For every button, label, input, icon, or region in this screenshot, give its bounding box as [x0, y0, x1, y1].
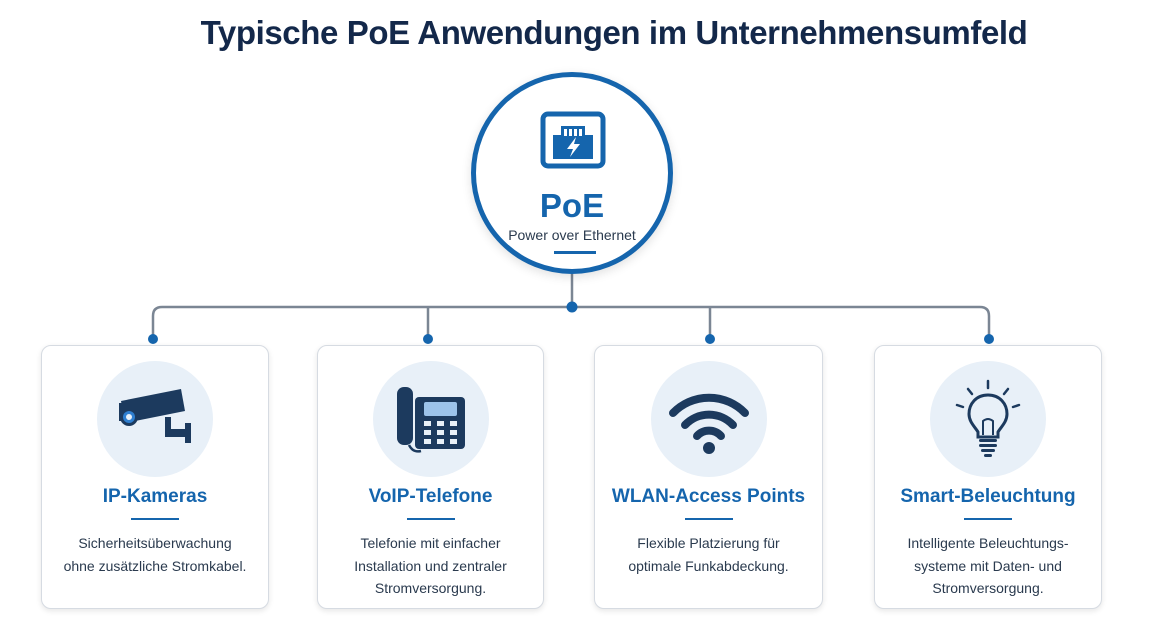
card-title: VoIP-Telefone	[368, 486, 493, 507]
icon-background	[372, 361, 489, 477]
card-description: Intelligente Beleuchtungs- systeme mit D…	[907, 535, 1069, 596]
connector-node	[566, 301, 578, 313]
light-bulb-icon	[955, 379, 1021, 457]
icon-background	[650, 361, 767, 477]
card-voip-phones: VoIP-Telefone Telefonie mit einfacher In…	[317, 345, 544, 609]
ethernet-port-lightning-icon	[540, 111, 606, 169]
wifi-icon	[668, 393, 749, 454]
card-underline	[131, 518, 179, 520]
security-camera-icon	[119, 389, 191, 443]
card-ip-cameras: IP-Kameras Sicherheitsüberwachung ohne z…	[41, 345, 269, 609]
icon-background	[97, 361, 213, 477]
card-description: Flexible Platzierung für optimale Funkab…	[628, 535, 789, 574]
connector-node	[423, 334, 433, 344]
card-underline	[684, 518, 733, 520]
desk-phone-icon	[396, 387, 465, 453]
card-wlan-access-points: WLAN-Access Points Flexible Platzierung …	[594, 345, 823, 609]
hub-underline	[554, 251, 596, 254]
card-underline	[406, 518, 455, 520]
card-smart-lighting: Smart-Beleuchtung Intelligente Beleuchtu…	[874, 345, 1102, 609]
card-title: Smart-Beleuchtung	[900, 486, 1076, 507]
card-title: IP-Kameras	[102, 486, 208, 507]
hub-title: PoE	[539, 187, 605, 224]
card-title: WLAN-Access Points	[611, 486, 806, 507]
icon-background	[930, 361, 1046, 477]
card-underline	[964, 518, 1012, 520]
page-title: Typische PoE Anwendungen im Unternehmens…	[200, 14, 1028, 51]
poe-hub: PoE Power over Ethernet	[471, 72, 673, 274]
connector-node	[984, 334, 994, 344]
connector-node	[705, 334, 715, 344]
card-description: Telefonie mit einfacher Installation und…	[354, 535, 507, 596]
card-description: Sicherheitsüberwachung ohne zusätzliche …	[63, 535, 247, 574]
hub-subtitle: Power over Ethernet	[508, 227, 636, 243]
connector-node	[148, 334, 158, 344]
